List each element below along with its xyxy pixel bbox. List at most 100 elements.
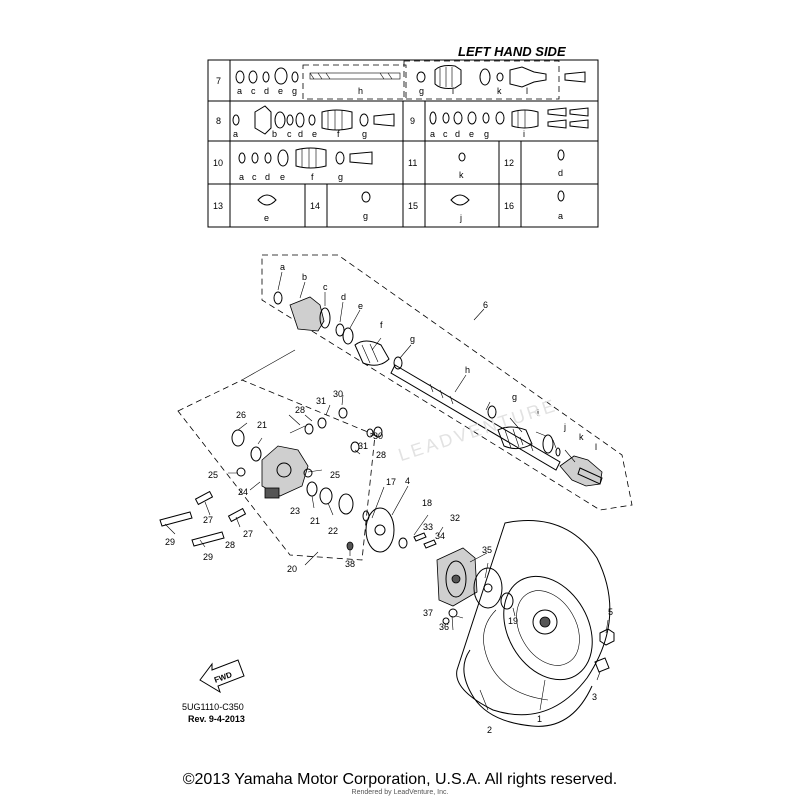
row-10-parts: a c d e f g (238, 147, 373, 182)
row-8-label-d: d (298, 129, 303, 139)
row-10-label-d: d (265, 172, 270, 182)
row-number-13: 13 (213, 201, 223, 211)
revision-date: Rev. 9-4-2013 (188, 714, 245, 724)
callout-29b: 29 (203, 552, 213, 562)
shaft-callouts: a b c d e f g h g i j k l (280, 262, 597, 452)
row-15-label-j: j (459, 213, 462, 223)
row-number-11: 11 (408, 158, 417, 168)
callout-27b: 27 (243, 529, 253, 539)
callout-27a: 27 (203, 515, 213, 525)
table-title: LEFT HAND SIDE (458, 44, 566, 59)
row-number-10: 10 (213, 158, 223, 168)
row-12-label-d: d (558, 168, 563, 178)
callout-5: 5 (608, 607, 613, 617)
callout-24: 24 (238, 487, 248, 497)
row-8-label-f: f (337, 129, 340, 139)
copyright-notice: ©2013 Yamaha Motor Corporation, U.S.A. A… (182, 771, 618, 788)
row-8-label-b: b (272, 129, 277, 139)
row-number-15: 15 (408, 201, 418, 211)
shaft-label-h: h (465, 365, 470, 375)
callout-31b: 31 (358, 441, 368, 451)
row-9-label-c: c (443, 129, 448, 139)
callout-37: 37 (423, 608, 433, 618)
row-7-label-k: k (497, 86, 502, 96)
shaft-label-g: g (410, 334, 415, 344)
callout-21b: 21 (310, 516, 320, 526)
row-8-label-c: c (287, 129, 292, 139)
callout-29a: 29 (165, 537, 175, 547)
callout-4: 4 (405, 476, 410, 486)
row-number-9: 9 (410, 116, 415, 126)
callout-19: 19 (508, 616, 518, 626)
row-10-label-g: g (338, 172, 343, 182)
row-number-12: 12 (504, 158, 514, 168)
callout-30a: 30 (333, 389, 343, 399)
shaft-label-c: c (323, 282, 328, 292)
shaft-label-e: e (358, 301, 363, 311)
diagram-code: 5UG1110-C350 (182, 702, 244, 712)
shaft-label-b: b (302, 272, 307, 282)
row-number-8: 8 (216, 116, 221, 126)
callout-18: 18 (422, 498, 432, 508)
callout-31a: 31 (316, 396, 326, 406)
callout-1: 1 (537, 714, 542, 724)
shaft-label-g2: g (512, 392, 517, 402)
row-7-label-i: i (452, 86, 454, 96)
callout-32: 32 (450, 513, 460, 523)
row-9-label-e: e (469, 129, 474, 139)
shaft-label-k: k (579, 432, 584, 442)
callout-6: 6 (483, 300, 488, 310)
wheel-hub-assembly: FWD (199, 485, 615, 727)
callout-23: 23 (290, 506, 300, 516)
shaft-label-d: d (341, 292, 346, 302)
callout-28c: 28 (225, 540, 235, 550)
callout-17: 17 (386, 477, 396, 487)
callout-38: 38 (345, 559, 355, 569)
knuckle-assembly (159, 349, 383, 566)
callout-34: 34 (435, 531, 445, 541)
row-13-label-e: e (264, 213, 269, 223)
fwd-label: FWD (213, 670, 233, 685)
row-10-label-f: f (311, 172, 314, 182)
parts-kit-table: LEFT HAND SIDE 7 8 9 10 11 12 13 14 15 1… (207, 44, 599, 228)
row-9-parts: a c d e g i (429, 107, 589, 139)
row-7-label-a: a (237, 86, 242, 96)
row-7-label-g2: g (419, 86, 424, 96)
row-7-label-l: l (526, 86, 528, 96)
callout-36: 36 (439, 622, 449, 632)
callout-22: 22 (328, 526, 338, 536)
row-14-label-g: g (363, 211, 368, 221)
shaft-label-j: j (563, 422, 566, 432)
row-16-label-a: a (558, 211, 563, 221)
shaft-label-a: a (280, 262, 285, 272)
row-9-label-a: a (430, 129, 435, 139)
callout-28b: 28 (376, 450, 386, 460)
callout-26: 26 (236, 410, 246, 420)
callout-3: 3 (592, 692, 597, 702)
callout-35: 35 (482, 545, 492, 555)
row-11-label-k: k (459, 170, 464, 180)
shaft-label-i: i (537, 408, 539, 418)
row-7-label-c: c (251, 86, 256, 96)
callout-28a: 28 (295, 405, 305, 415)
row-number-14: 14 (310, 201, 320, 211)
row-9-label-d: d (455, 129, 460, 139)
row-7-label-h: h (358, 86, 363, 96)
row-9-label-g: g (484, 129, 489, 139)
callout-25a: 25 (208, 470, 218, 480)
callout-30b: 30 (373, 431, 383, 441)
fwd-arrow-icon: FWD (199, 659, 245, 694)
row-7-parts: a c d e g h g i k l (235, 60, 586, 100)
number-callouts: 1 2 3 5 6 4 17 18 19 20 21 21 22 23 24 2… (165, 300, 613, 735)
row-9-label-i: i (523, 129, 525, 139)
row-8-label-a: a (233, 129, 238, 139)
row-8-parts: a b c d e f g (232, 105, 395, 139)
callout-2: 2 (487, 725, 492, 735)
row-8-label-e: e (312, 129, 317, 139)
render-note: Rendered by LeadVenture, Inc. (351, 789, 449, 796)
row-number-7: 7 (216, 76, 221, 86)
callout-33: 33 (423, 522, 433, 532)
row-7-label-d: d (264, 86, 269, 96)
row-number-16: 16 (504, 201, 514, 211)
